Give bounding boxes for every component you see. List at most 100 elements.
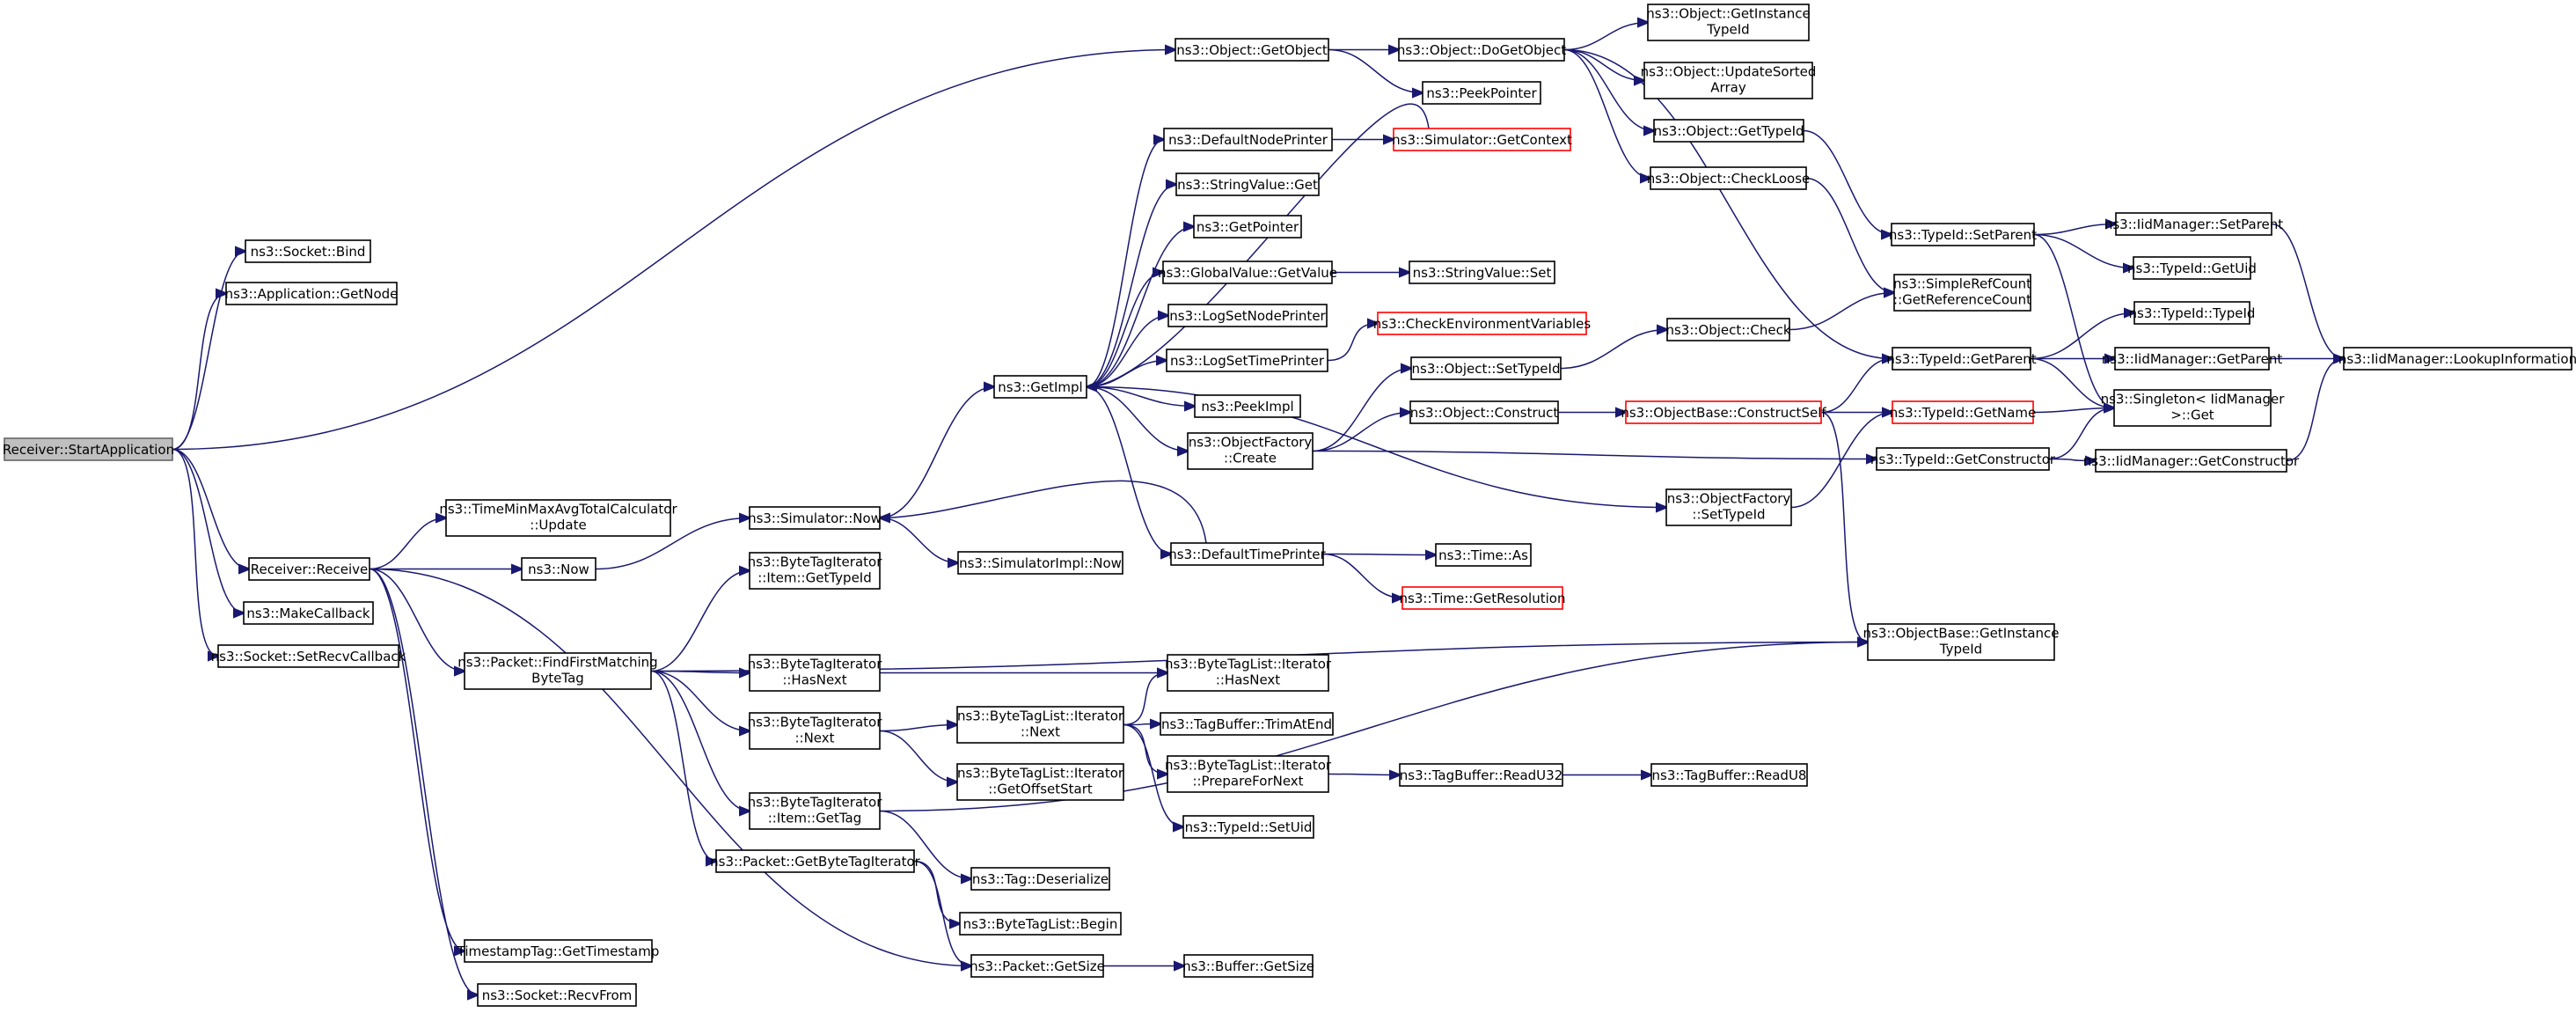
node-box: [1182, 815, 1314, 839]
node-pkt-getsize[interactable]: ns3::Packet::GetSize: [970, 954, 1105, 978]
node-label: ns3::Object::UpdateSorted: [1641, 64, 1817, 80]
node-box: [970, 867, 1110, 891]
node-buffer-getsize[interactable]: ns3::Buffer::GetSize: [1182, 954, 1314, 978]
node-obj-getobject[interactable]: ns3::Object::GetObject: [1175, 38, 1329, 62]
node-simimpl-now[interactable]: ns3::SimulatorImpl::Now: [957, 551, 1123, 575]
node-typeid-getconstructor[interactable]: ns3::TypeId::GetConstructor: [1870, 447, 2056, 471]
node-objfactory-create[interactable]: ns3::ObjectFactory::Create: [1187, 432, 1314, 470]
node-bti-next[interactable]: ns3::ByteTagIterator::Next: [748, 712, 883, 750]
edge-obj_dogetobject-to-obj_gettypeid: [1563, 48, 1654, 131]
node-box: [445, 499, 671, 537]
node-label: Array: [1710, 80, 1746, 96]
node-bti-hasnext[interactable]: ns3::ByteTagIterator::HasNext: [748, 654, 883, 692]
node-label: ns3::StringValue::Get: [1177, 177, 1318, 193]
node-logtimeprinter[interactable]: ns3::LogSetTimePrinter: [1166, 349, 1328, 372]
node-makecallback[interactable]: ns3::MakeCallback: [243, 601, 374, 625]
node-box: [1647, 4, 1810, 41]
node-box: [1876, 447, 2050, 471]
edge-findfirst-to-bti_item_gettypeid: [650, 571, 750, 672]
node-btl-it-getoffset[interactable]: ns3::ByteTagList::Iterator::GetOffsetSta…: [956, 763, 1124, 801]
node-box: [1167, 304, 1328, 327]
node-globalvalue-getvalue[interactable]: ns3::GlobalValue::GetValue: [1158, 261, 1337, 284]
node-iidmgr-getconstructor[interactable]: ns3::IidManager::GetConstructor: [2083, 449, 2300, 473]
edge-getimpl-to-defaulttimeprinter: [1086, 385, 1171, 554]
node-singleton-get[interactable]: ns3::Singleton< IidManager>::Get: [2101, 389, 2286, 427]
node-checkenv[interactable]: ns3::CheckEnvironmentVariables: [1373, 312, 1592, 335]
node-label: ns3::Simulator::Now: [748, 510, 882, 526]
node-box: [957, 551, 1123, 575]
node-typeid-setparent[interactable]: ns3::TypeId::SetParent: [1889, 223, 2037, 246]
node-label: ns3::ObjectBase::GetInstance: [1863, 626, 2060, 642]
node-tagbuf-trimatend[interactable]: ns3::TagBuffer::TrimAtEnd: [1160, 712, 1334, 736]
node-receive[interactable]: Receiver::Receive: [248, 557, 370, 581]
node-peekimpl[interactable]: ns3::PeekImpl: [1194, 394, 1301, 418]
edge-btl_it_next-to-btl_it_hasnext: [1123, 673, 1167, 726]
node-time-getresolution[interactable]: ns3::Time::GetResolution: [1400, 586, 1566, 610]
node-simplerefcount[interactable]: ns3::SimpleRefCount::GetReferenceCount: [1893, 274, 2031, 312]
node-obj-check[interactable]: ns3::Object::Check: [1665, 318, 1791, 341]
node-timeminmax[interactable]: ns3::TimeMinMaxAvgTotalCalculator::Updat…: [439, 499, 677, 537]
node-start[interactable]: Receiver::StartApplication: [3, 437, 174, 461]
edge-findfirst-to-bti_item_gettag: [650, 670, 750, 811]
edge-pkt_getbytetagit-to-pkt_getsize: [913, 860, 971, 966]
node-box: [2113, 389, 2272, 427]
node-bti-item-gettag[interactable]: ns3::ByteTagIterator::Item::GetTag: [748, 792, 883, 830]
node-socket-bind[interactable]: ns3::Socket::Bind: [245, 239, 371, 263]
node-obj-dogetobject[interactable]: ns3::Object::DoGetObject: [1397, 38, 1566, 62]
node-obj-construct[interactable]: ns3::Object::Construct: [1409, 400, 1559, 424]
node-tag-deserialize[interactable]: ns3::Tag::Deserialize: [970, 867, 1110, 891]
node-label: ::Next: [1021, 724, 1060, 740]
node-box: [521, 557, 596, 581]
node-pkt-getbytetagit[interactable]: ns3::Packet::GetByteTagIterator: [710, 849, 921, 873]
node-bti-item-gettypeid[interactable]: ns3::ByteTagIterator::Item::GetTypeId: [748, 552, 883, 590]
node-iidmgr-getparent[interactable]: ns3::IidManager::GetParent: [2102, 347, 2283, 371]
node-tagbuf-readu8[interactable]: ns3::TagBuffer::ReadU8: [1650, 763, 1808, 787]
node-box: [1167, 654, 1329, 692]
node-lognodeprinter[interactable]: ns3::LogSetNodePrinter: [1167, 304, 1328, 327]
node-iidmgr-lookup[interactable]: ns3::IidManager::LookupInformation: [2338, 347, 2576, 371]
node-btl-it-preparefornext[interactable]: ns3::ByteTagList::Iterator::PrepareForNe…: [1165, 755, 1332, 793]
node-recvfrom[interactable]: ns3::Socket::RecvFrom: [477, 983, 637, 1007]
node-obj-checkloose[interactable]: ns3::Object::CheckLoose: [1647, 166, 1811, 190]
node-sim-now[interactable]: ns3::Simulator::Now: [748, 506, 882, 530]
node-typeid-typeid[interactable]: ns3::TypeId::TypeId: [2129, 301, 2256, 325]
node-box: [749, 552, 881, 590]
node-time-as[interactable]: ns3::Time::As: [1435, 543, 1532, 567]
node-getpointer[interactable]: ns3::GetPointer: [1193, 215, 1302, 239]
node-tagbuf-readu32[interactable]: ns3::TagBuffer::ReadU32: [1399, 763, 1563, 787]
node-app-getnode[interactable]: ns3::Application::GetNode: [225, 282, 399, 305]
node-btl-begin[interactable]: ns3::ByteTagList::Begin: [959, 912, 1122, 936]
node-typeid-getuid[interactable]: ns3::TypeId::GetUid: [2127, 256, 2257, 280]
node-now[interactable]: ns3::Now: [521, 557, 596, 581]
node-btl-it-hasnext[interactable]: ns3::ByteTagList::Iterator::HasNext: [1165, 654, 1332, 692]
node-stringvalue-set[interactable]: ns3::StringValue::Set: [1409, 261, 1555, 284]
node-box: [4, 437, 173, 461]
node-typeid-getname[interactable]: ns3::TypeId::GetName: [1890, 400, 2036, 424]
node-peekpointer[interactable]: ns3::PeekPointer: [1422, 81, 1541, 105]
node-obj-settypeid[interactable]: ns3::Object::SetTypeId: [1410, 356, 1562, 380]
node-label: ns3::Time::As: [1438, 547, 1528, 563]
node-defaulttimeprinter[interactable]: ns3::DefaultTimePrinter: [1168, 542, 1327, 566]
node-label: ns3::Singleton< IidManager: [2101, 392, 2286, 407]
node-typeid-setuid[interactable]: ns3::TypeId::SetUid: [1182, 815, 1314, 839]
node-iidmgr-setparent[interactable]: ns3::IidManager::SetParent: [2104, 212, 2283, 236]
edge-obj_dogetobject-to-obj_getinstancetypeid: [1563, 23, 1648, 51]
node-objbase-constructself[interactable]: ns3::ObjectBase::ConstructSelf: [1621, 400, 1826, 424]
node-defaultnodeprinter[interactable]: ns3::DefaultNodePrinter: [1163, 128, 1333, 151]
node-getimpl[interactable]: ns3::GetImpl: [993, 375, 1087, 399]
edge-getimpl-to-stringvalue_get: [1086, 185, 1176, 388]
node-typeid-getparent[interactable]: ns3::TypeId::GetParent: [1886, 347, 2037, 371]
node-box: [2114, 347, 2270, 371]
node-label: ns3::TypeId::SetParent: [1889, 227, 2037, 243]
node-objfactory-settypeid[interactable]: ns3::ObjectFactory::SetTypeId: [1665, 488, 1792, 526]
node-obj-gettypeid[interactable]: ns3::Object::GetTypeId: [1653, 119, 1804, 143]
node-setrecvcb[interactable]: ns3::Socket::SetRecvCallback: [211, 644, 406, 668]
node-btl-it-next[interactable]: ns3::ByteTagList::Iterator::Next: [956, 706, 1124, 744]
node-stringvalue-get[interactable]: ns3::StringValue::Get: [1175, 173, 1320, 196]
node-timestamptag[interactable]: TimestampTag::GetTimestamp: [457, 939, 660, 963]
node-sim-getcontext[interactable]: ns3::Simulator::GetContext: [1392, 128, 1572, 151]
